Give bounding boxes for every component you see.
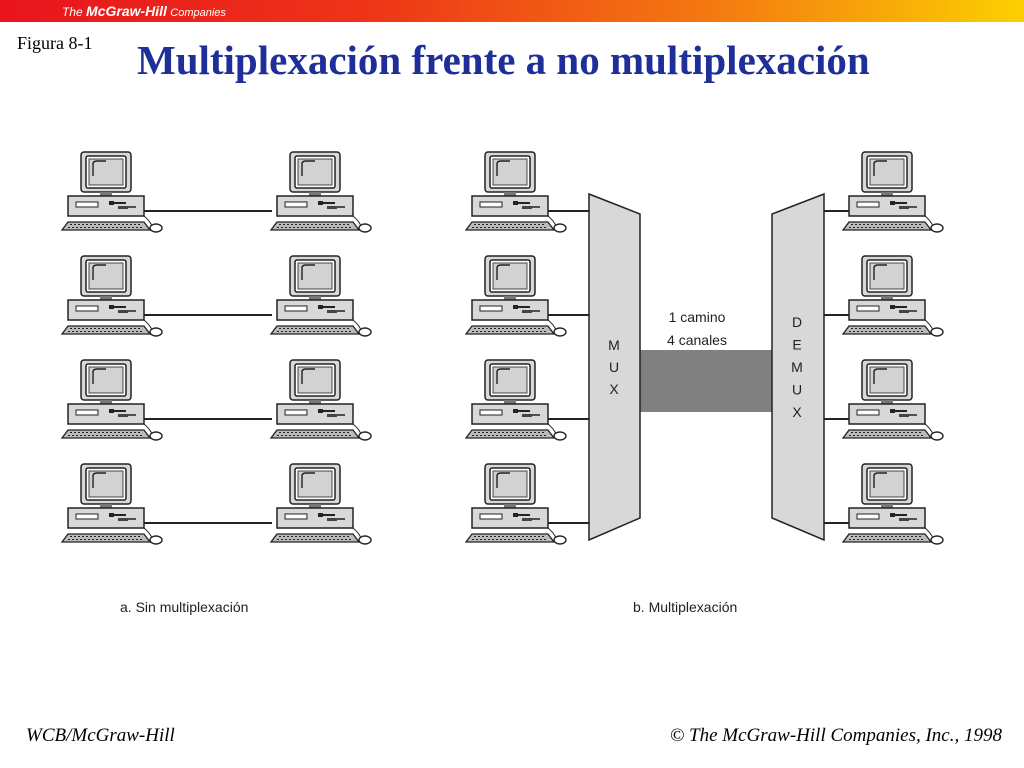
page-title: Multiplexación frente a no multiplexació… xyxy=(137,37,870,83)
computer-icon xyxy=(465,359,567,441)
demux-letter: E xyxy=(792,337,801,353)
shared-channel xyxy=(636,350,776,412)
computer-icon xyxy=(61,255,163,337)
copyright-text: The McGraw-Hill Companies, Inc., 1998 xyxy=(689,725,1002,746)
computer-icon xyxy=(842,151,944,233)
footer-publisher: WCB/McGraw-Hill xyxy=(26,725,175,746)
computer-icon xyxy=(465,463,567,545)
demux-letter: X xyxy=(792,404,802,420)
footer-copyright: © The McGraw-Hill Companies, Inc., 1998 xyxy=(670,725,1002,747)
demux-letter: D xyxy=(792,314,802,330)
brand-logo: The McGraw-Hill Companies xyxy=(62,3,226,19)
demux-letter: U xyxy=(792,382,802,398)
path-label: 1 camino xyxy=(669,309,726,325)
brand-bar: The McGraw-Hill Companies xyxy=(0,0,1024,22)
mux-letter: M xyxy=(608,337,620,353)
mux-device xyxy=(588,192,641,542)
figure-label: Figura 8-1 xyxy=(17,33,93,53)
computer-icon xyxy=(270,255,372,337)
computer-icon xyxy=(270,151,372,233)
channels-label: 4 canales xyxy=(667,332,727,348)
computer-icon xyxy=(270,359,372,441)
computer-icon xyxy=(842,463,944,545)
caption-no-multiplexing: a. Sin multiplexación xyxy=(120,599,248,615)
computer-icon xyxy=(61,359,163,441)
computer-icon xyxy=(61,151,163,233)
computer-icon xyxy=(465,255,567,337)
demux-letter: M xyxy=(791,359,803,375)
copyright-icon: © xyxy=(669,725,685,746)
computer-icon xyxy=(842,255,944,337)
mux-letter: U xyxy=(609,359,619,375)
computer-icon xyxy=(61,463,163,545)
computer-icon xyxy=(465,151,567,233)
computer-icon xyxy=(270,463,372,545)
caption-multiplexing: b. Multiplexación xyxy=(633,599,737,615)
demux-device xyxy=(771,192,825,542)
mux-letter: X xyxy=(609,381,619,397)
computer-icon xyxy=(842,359,944,441)
